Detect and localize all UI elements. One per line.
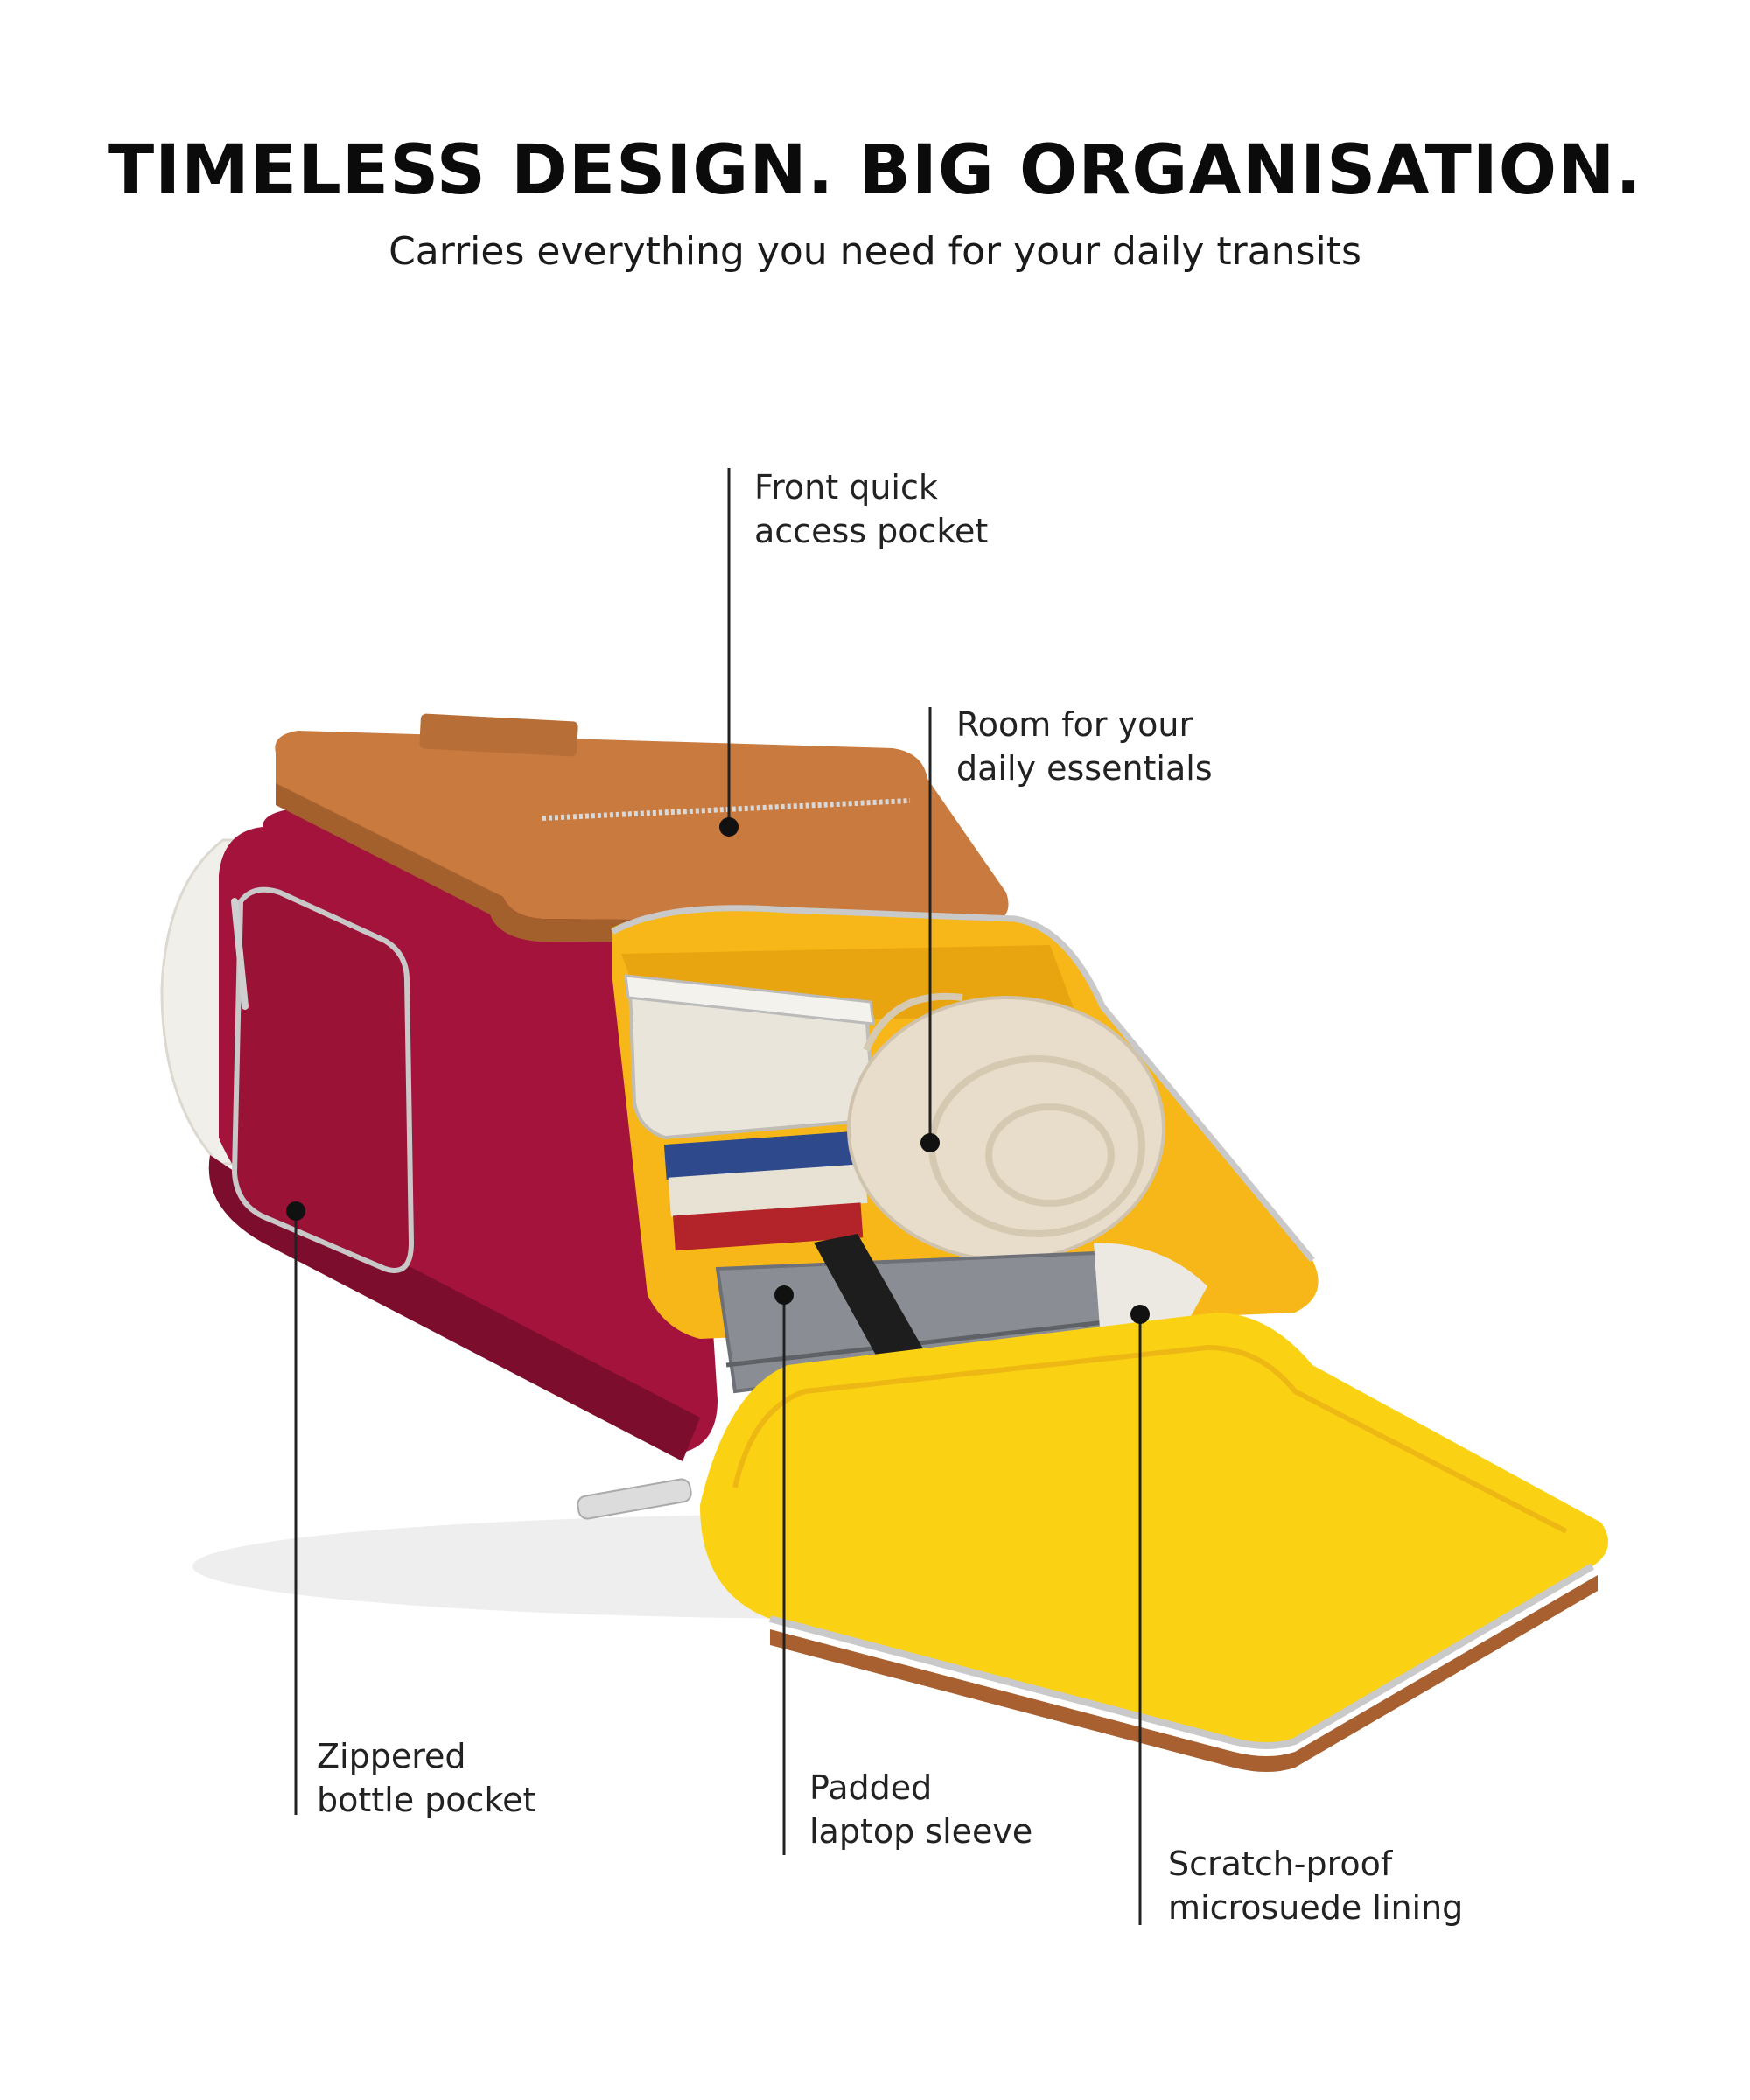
opening-zipper-edge bbox=[611, 905, 1315, 1263]
food-container-lid bbox=[624, 974, 875, 1026]
book-red bbox=[673, 1202, 864, 1251]
rolled-towel bbox=[847, 996, 1166, 1262]
leather-patch bbox=[419, 713, 578, 757]
callout-lines bbox=[286, 468, 1150, 1925]
flap-lining bbox=[700, 1312, 1608, 1746]
page-subtitle: Carries everything you need for your dai… bbox=[388, 229, 1362, 274]
bottle-pocket-zipper-pull bbox=[231, 898, 248, 1010]
zipper-pull bbox=[577, 1478, 692, 1520]
book-pages bbox=[668, 1164, 868, 1217]
page-title: TIMELESS DESIGN. BIG ORGANISATION. bbox=[107, 131, 1643, 210]
flap-zipper-edge bbox=[768, 1563, 1595, 1749]
flap-inner-seam bbox=[732, 1344, 1568, 1534]
front-pocket-zipper bbox=[542, 798, 911, 821]
food-container bbox=[627, 986, 878, 1140]
laptop-strap bbox=[814, 1234, 928, 1369]
bottle-pocket-shape bbox=[231, 886, 415, 1273]
flap-leather-trim bbox=[770, 1575, 1598, 1772]
